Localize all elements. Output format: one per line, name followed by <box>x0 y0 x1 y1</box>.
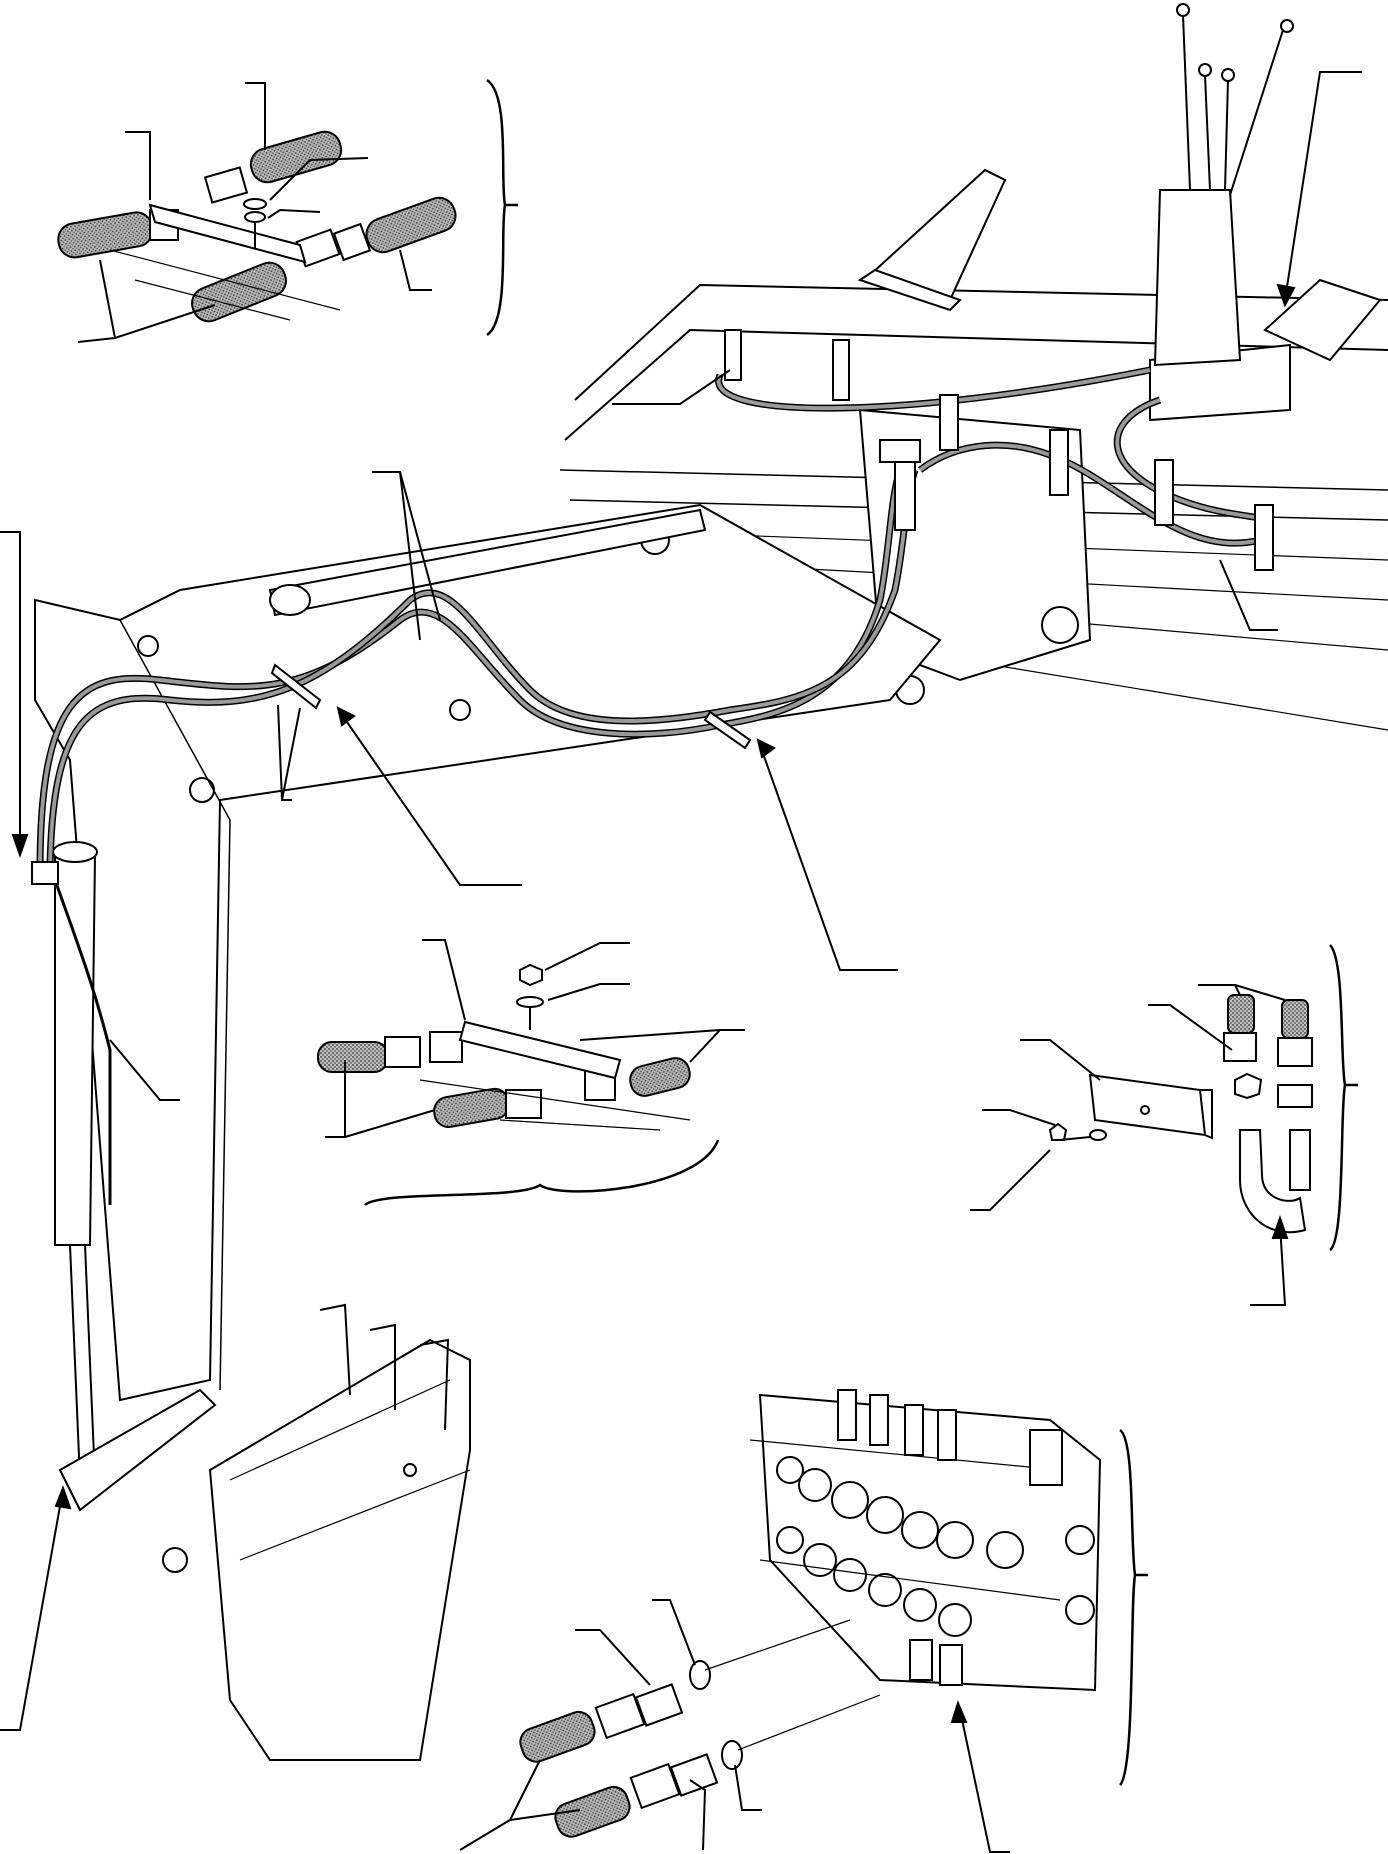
valve-spools <box>837 1389 1063 1686</box>
main-leaders <box>0 71 1362 1731</box>
valve-ports <box>776 1456 1095 1637</box>
frame-brackets <box>31 329 1274 885</box>
bracket-mid-center <box>364 1139 720 1207</box>
hose <box>191 261 287 323</box>
control-valve-block <box>758 1393 1102 1692</box>
control-levers <box>1149 3 1382 422</box>
detail-mid-center-clamp <box>317 939 745 1207</box>
bracket-mid-right <box>1328 944 1347 1252</box>
bucket <box>208 1338 471 1761</box>
hose <box>365 196 457 254</box>
bracket-bottom-right <box>1118 1428 1137 1786</box>
dipper-cylinder <box>54 854 97 1246</box>
detail-bottom-valve <box>459 1389 1148 1853</box>
hose <box>249 130 343 184</box>
boom-hose-clamps <box>270 663 752 750</box>
hose-runs <box>36 366 1271 1205</box>
bracket-top-left <box>486 78 507 337</box>
main-assembly <box>34 3 1388 1761</box>
detail-top-left-clamp <box>57 78 518 343</box>
hose <box>57 211 154 259</box>
detail-mid-right-elbow <box>970 944 1358 1306</box>
